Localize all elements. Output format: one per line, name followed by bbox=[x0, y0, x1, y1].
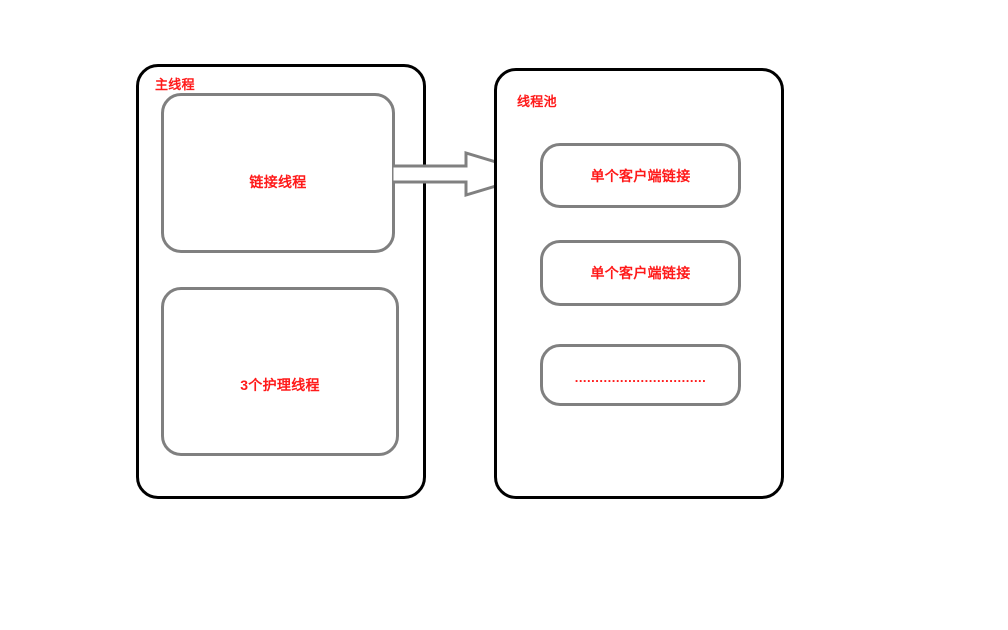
client-connection-box-1: 单个客户端链接 bbox=[540, 143, 741, 208]
thread-pool-label: 线程池 bbox=[517, 94, 557, 109]
client-connection-label-2: 单个客户端链接 bbox=[590, 265, 691, 281]
client-connection-box-2: 单个客户端链接 bbox=[540, 240, 741, 306]
connection-thread-label: 链接线程 bbox=[249, 174, 307, 190]
worker-threads-box: 3个护理线程 bbox=[161, 287, 399, 456]
main-thread-label: 主线程 bbox=[155, 77, 195, 92]
client-connection-ellipsis-label: ................................ bbox=[574, 369, 707, 385]
client-connection-box-3: ................................ bbox=[540, 344, 741, 406]
client-connection-label-1: 单个客户端链接 bbox=[590, 167, 691, 184]
connection-thread-box: 链接线程 bbox=[161, 93, 395, 253]
worker-threads-label: 3个护理线程 bbox=[240, 376, 320, 393]
